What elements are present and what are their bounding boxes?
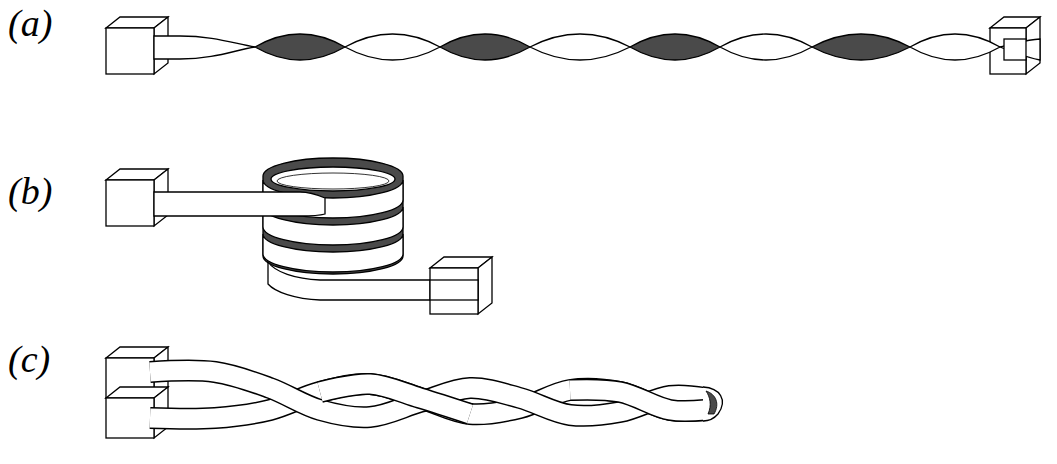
plectoneme-ribbon (106, 347, 722, 438)
clamp-block (430, 257, 492, 314)
twisted-ribbon (106, 17, 1040, 74)
panel-label: (c) (8, 340, 50, 378)
coiled-ribbon (106, 158, 492, 314)
panel-label: (a) (8, 4, 52, 42)
ribbon-strand (570, 390, 705, 411)
panel-label: (b) (8, 172, 52, 210)
ribbon-strand (150, 371, 705, 418)
ribbon-strand (320, 384, 470, 414)
